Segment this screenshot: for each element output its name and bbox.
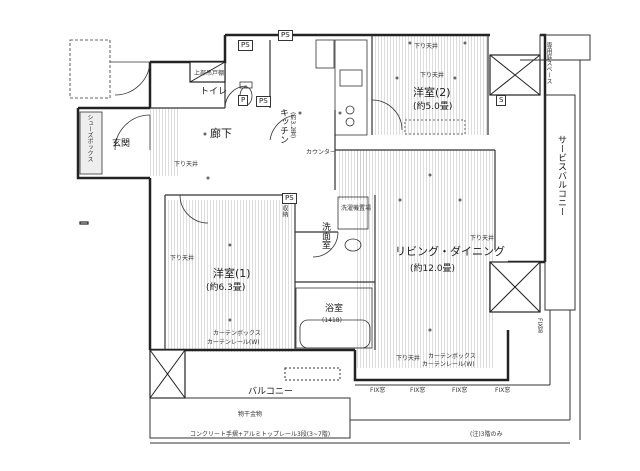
- kitchen-fixtures: [315, 39, 368, 136]
- room-label-kitchen: キッチン: [278, 108, 288, 144]
- room-label-storage: 収納: [281, 205, 288, 217]
- room-label-living: リビング・ダイニング: [395, 245, 505, 258]
- ceiling-lights: [203, 41, 467, 332]
- counter-label: カウンター: [306, 149, 337, 156]
- s-label: S: [496, 95, 507, 106]
- curtain-box-label-1: カーテンボックス: [213, 330, 261, 337]
- fix-window-2: FIX窓: [410, 387, 426, 394]
- lowered-ceiling-3: 下り天井: [174, 161, 199, 168]
- fix-window-3: FIX窓: [452, 387, 468, 394]
- curtain-box-label-2: カーテンボックス: [428, 353, 476, 360]
- curtain-rail-label-2: カーテンレール(W): [422, 361, 475, 368]
- floor-note: (注)3階のみ: [470, 431, 503, 438]
- shoes-box-label: シューズボックス: [86, 114, 93, 162]
- ps-label-1: PS: [238, 40, 253, 51]
- room-size-living: (約12.0畳): [410, 264, 456, 274]
- fix-window-4: FIX窓: [495, 387, 511, 394]
- lowered-ceiling-1: 下り天井: [414, 43, 439, 50]
- upper-cabinet-label: 上部吊戸棚: [194, 70, 225, 77]
- entrance-area: [69, 39, 151, 175]
- room-label-western-2: 洋室(2): [413, 86, 451, 99]
- bath-fixtures: [295, 196, 373, 349]
- room-size-bath: (1418): [322, 317, 342, 324]
- service-balcony-outline: [520, 34, 591, 311]
- room-label-entrance: 玄関: [112, 139, 131, 149]
- room-label-washroom: 洗面室: [320, 222, 330, 249]
- room-label-balcony: バルコニー: [248, 387, 293, 397]
- column-diagonals: [149, 54, 541, 399]
- room-label-western-1: 洋室(1): [213, 267, 251, 280]
- p-label: P: [238, 95, 249, 106]
- floor-hatching: [150, 35, 495, 368]
- ps-label-4: PS: [282, 193, 297, 204]
- fix-window-1: FIX窓: [370, 387, 386, 394]
- lowered-ceiling-5: 下り天井: [396, 355, 421, 362]
- laundry-pan-label: 洗濯機置場: [341, 205, 372, 212]
- monohoshi-label: 物干金物: [238, 411, 263, 418]
- ps-label-3: PS: [256, 96, 271, 107]
- room-size-western-2: (約5.0畳): [413, 102, 453, 112]
- lowered-ceiling-6: 下り天井: [470, 235, 495, 242]
- room-label-bath: 浴室: [325, 304, 344, 314]
- room-label-toilet: トイレ: [200, 87, 228, 97]
- balcony-outline: [149, 60, 581, 444]
- lowered-ceiling-2: 下り天井: [420, 72, 445, 79]
- room2-fixtures: [179, 99, 466, 224]
- room-size-kitchen: (約3.2畳): [289, 112, 296, 139]
- ps-label-2: PS: [278, 30, 293, 41]
- room-label-service-balcony: サービスバルコニー: [556, 135, 566, 216]
- private-space-label: 専用庭スペース: [545, 42, 552, 84]
- fix-window-5: FIX窓: [536, 318, 543, 334]
- lowered-ceiling-4: 下り天井: [170, 255, 195, 262]
- curtain-rail-label-1: カーテンレール(W): [207, 339, 260, 346]
- railing-note: コンクリート手摺+アルミトップレール3段(3~7階): [190, 431, 331, 438]
- room-size-western-1: (約6.3畳): [206, 283, 246, 293]
- room-label-corridor: 廊下: [210, 127, 232, 140]
